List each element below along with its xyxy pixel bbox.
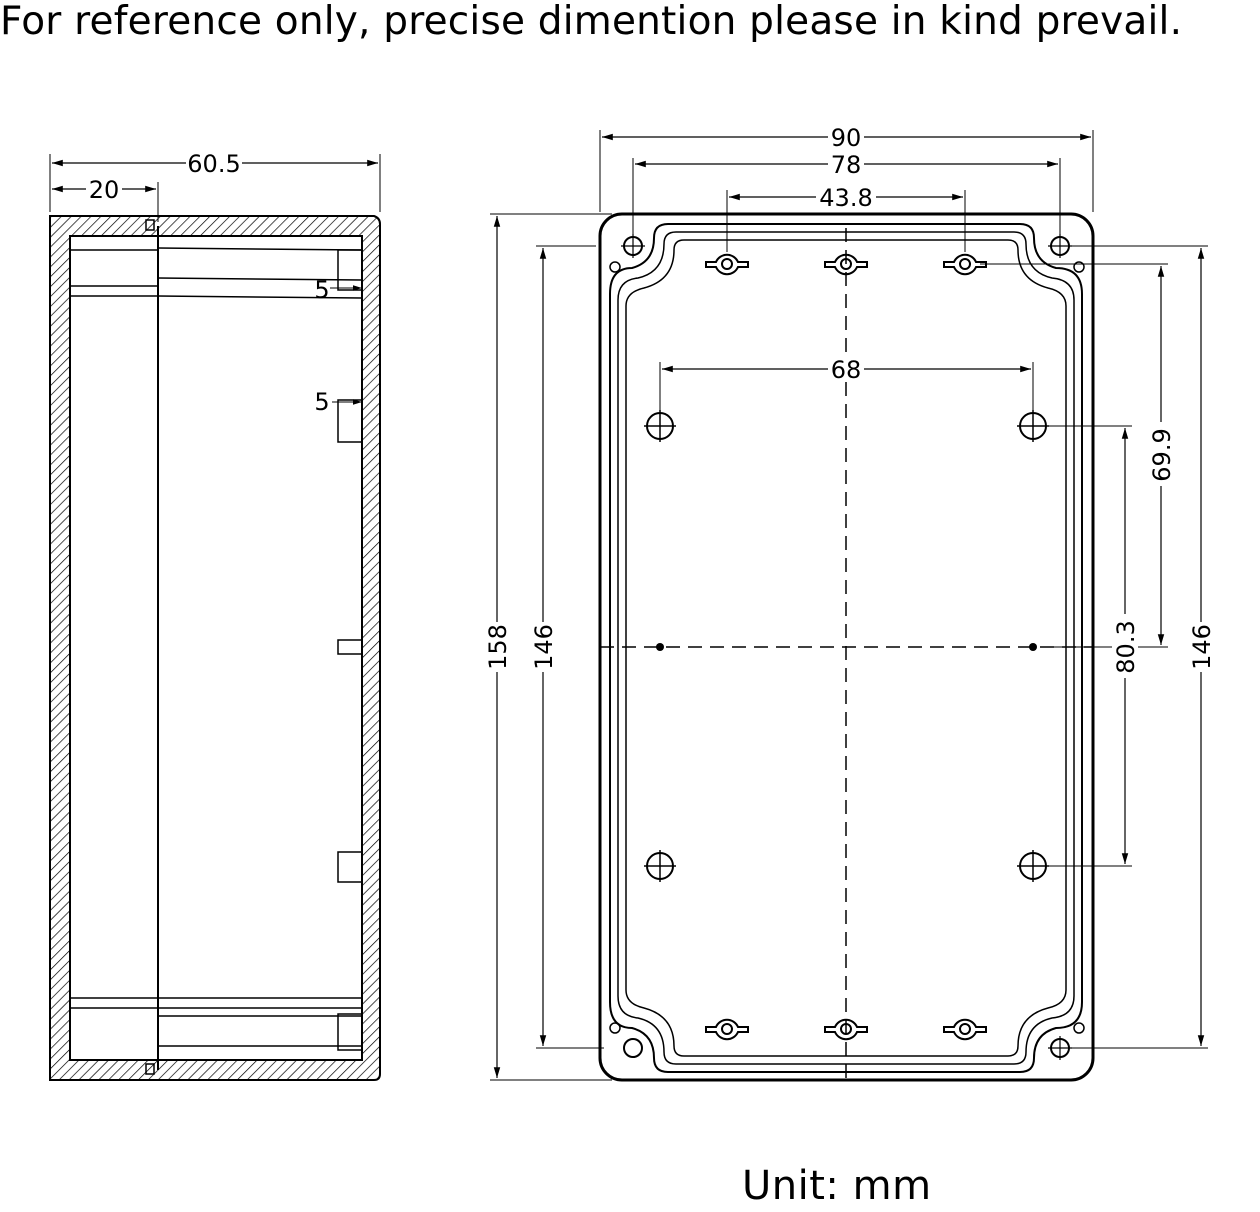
side-rib-lower [337,399,363,443]
gasket-innermost [625,239,1067,1057]
side-rail-line [157,295,363,299]
side-view: 60.5 20 5 5 [49,148,381,1081]
dim-height: 158 [484,624,512,670]
side-slot [337,639,363,655]
center-mark [656,643,664,651]
mount-hole [644,850,676,882]
side-lip-top [145,219,155,231]
mount-hole [1017,850,1049,882]
unit-label: Unit: mm [742,1163,932,1209]
gasket-outer [609,223,1083,1073]
small-pin-hole [1073,1022,1085,1034]
dim-overall-depth: 60.5 [187,150,240,178]
side-rib-bottom [337,851,363,883]
small-pin-hole [609,261,621,273]
dim-hole-height-left: 146 [530,624,558,670]
reference-note: For reference only, precise dimention pl… [0,0,1183,44]
side-lip-bottom [145,1063,155,1075]
dim-hole-height-right: 146 [1188,624,1216,670]
dim-mount-vertical-spacing: 80.3 [1112,620,1140,673]
gasket-inner [617,231,1075,1065]
dim-rib-upper: 5 [314,276,329,304]
side-rib-base [337,1013,363,1051]
side-rail-line [157,247,363,251]
side-rail-line [157,277,363,281]
dim-upper-mount-offset: 69.9 [1148,428,1176,481]
mount-hole [644,410,676,442]
mount-hole [1017,410,1049,442]
dim-lid-depth: 20 [89,176,120,204]
screw-boss [705,253,749,276]
corner-hole [623,1038,643,1058]
small-pin-hole [1073,261,1085,273]
side-rib-upper [337,249,363,291]
dim-hole-spacing-outer: 78 [831,151,862,179]
center-mark [1029,643,1037,651]
small-pin-hole [609,1022,621,1034]
dim-width: 90 [831,124,862,152]
screw-boss [705,1018,749,1041]
side-wall-hatched [49,215,381,1081]
dim-rib-lower: 5 [314,388,329,416]
screw-boss [943,253,987,276]
screw-boss [943,1018,987,1041]
front-view: 90 78 43.8 68 158 146 [484,124,1216,1082]
dim-mount-spacing: 68 [831,356,862,384]
dim-screw-spacing: 43.8 [819,184,872,212]
